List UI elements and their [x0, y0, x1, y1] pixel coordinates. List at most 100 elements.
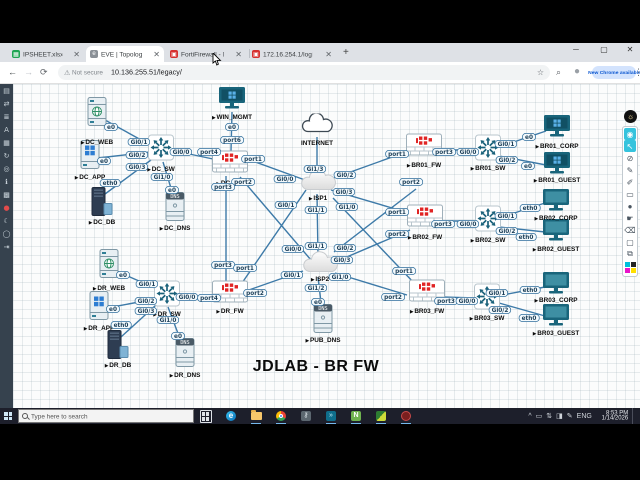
no-edit-icon[interactable]: ⊘	[626, 153, 634, 163]
pencil-icon[interactable]: ✎	[626, 165, 634, 175]
br02_corp-node[interactable]	[542, 188, 570, 216]
record-icon[interactable]: ●	[3, 203, 10, 212]
topology-canvas[interactable]: JDLAB - BR FW ☼ ◉↖⊘✎✐▭●☛⌫▢⧉ ▶WIN_MGMT ▶D…	[13, 84, 640, 408]
chrome-update-button[interactable]: New Chrome available	[588, 66, 640, 79]
servers-icon[interactable]: ≣	[3, 112, 10, 121]
dc_dns-node[interactable]: DNS	[165, 192, 185, 227]
info-icon[interactable]: ℹ	[5, 177, 8, 186]
putty-icon[interactable]: »	[325, 410, 337, 422]
interface-badge-port3: port3	[211, 261, 235, 269]
br02_sw-node[interactable]	[475, 205, 501, 237]
dc_sw-node[interactable]	[148, 134, 174, 166]
palette-swatch[interactable]	[630, 268, 636, 273]
tray-volume-icon[interactable]: ◨	[556, 413, 563, 420]
internet-node[interactable]	[299, 112, 335, 141]
lightbulb-icon[interactable]: ☼	[624, 110, 637, 123]
palette-swatch[interactable]	[630, 262, 636, 267]
star-icon[interactable]: ☆	[536, 68, 544, 77]
isp2-node[interactable]	[300, 251, 340, 282]
color-palette[interactable]	[624, 260, 636, 275]
tab-close-icon[interactable]: ✕	[325, 49, 332, 59]
tab-close-icon[interactable]: ✕	[73, 49, 80, 59]
win_mgmt-node[interactable]	[218, 86, 246, 114]
logout-icon[interactable]: ⇥	[3, 242, 10, 251]
reload-icon[interactable]: ⟳	[40, 67, 48, 77]
interface-badge-port4: port4	[197, 148, 221, 156]
hand-icon[interactable]: ☛	[626, 213, 634, 223]
tray-display-icon[interactable]: ▭	[535, 413, 543, 420]
zoom-icon[interactable]: ◎	[3, 164, 10, 173]
refresh-icon[interactable]: ↻	[3, 151, 10, 160]
frame-icon[interactable]: ▢	[626, 237, 634, 247]
interface-badge-e0: e0	[171, 332, 185, 340]
tray-pen-icon[interactable]: ✎	[566, 413, 573, 420]
links-icon[interactable]: ⇄	[3, 99, 10, 108]
chrome-menu-icon[interactable]: ⋮	[634, 67, 640, 77]
br01_guest-node[interactable]	[543, 151, 571, 179]
tray-expand-icon[interactable]: ^	[528, 412, 532, 420]
taskbar-clock[interactable]: 8:53 PM 1/14/2026	[602, 410, 628, 421]
forward-icon[interactable]: →	[24, 67, 33, 77]
browser-tab-4[interactable]: ▣172.16.254.1/login?redir=%2...✕	[248, 46, 336, 62]
search-placeholder: Type here to search	[31, 412, 88, 420]
explorer-icon[interactable]	[250, 410, 262, 422]
dr_db-node[interactable]	[107, 330, 129, 365]
view-icon[interactable]: ◉	[624, 128, 636, 140]
image-icon[interactable]: ▩	[3, 190, 10, 199]
nodes-icon[interactable]: ▤	[3, 86, 10, 95]
search-tabs-icon[interactable]: ⌕	[556, 67, 562, 77]
br02_guest-node[interactable]	[542, 218, 570, 246]
grid-icon[interactable]: ▦	[3, 138, 10, 147]
chrome-icon[interactable]	[275, 410, 287, 422]
photos-icon[interactable]	[375, 410, 387, 422]
notepadpp-icon[interactable]: N	[350, 410, 362, 422]
dr_sw-node[interactable]	[154, 280, 180, 312]
power-icon[interactable]: ◯	[2, 229, 11, 238]
br03_guest-node[interactable]	[542, 303, 570, 331]
br03_fw-node[interactable]	[409, 279, 445, 307]
dc_db-node[interactable]	[91, 187, 113, 222]
show-desktop-button[interactable]	[632, 408, 636, 424]
tray-network-icon[interactable]: ⇅	[546, 413, 553, 420]
text-icon[interactable]: A	[4, 125, 9, 134]
dot-icon[interactable]: ●	[627, 201, 633, 211]
browser-tab-1[interactable]: ▦IPSHEET.xlsx - Google Sheets✕	[8, 46, 84, 62]
br01_fw-node[interactable]	[406, 133, 442, 161]
profile-avatar[interactable]: ●	[574, 66, 581, 77]
keepass-icon[interactable]: ⚷	[300, 410, 312, 422]
palette-swatch[interactable]	[624, 268, 630, 273]
close-button[interactable]: ✕	[626, 45, 634, 54]
br03_corp-node[interactable]	[542, 271, 570, 299]
url-field[interactable]: ⚠ Not secure 10.136.255.51/legacy/ ☆	[58, 65, 550, 80]
palette-swatch[interactable]	[624, 262, 630, 267]
copy-icon[interactable]: ⧉	[627, 249, 633, 258]
dr_web-node[interactable]	[99, 249, 119, 284]
br01_corp-node[interactable]	[543, 114, 571, 142]
shape-icon[interactable]: ▭	[626, 189, 634, 199]
maximize-button[interactable]: ▢	[600, 45, 608, 54]
task-view-icon[interactable]	[200, 409, 212, 423]
pub_dns-node[interactable]: DNS	[313, 304, 333, 339]
minimize-button[interactable]: ─	[573, 45, 579, 54]
taskbar-search-input[interactable]: Type here to search	[18, 409, 194, 423]
dr_dns-node[interactable]: DNS	[175, 338, 195, 373]
tab-close-icon[interactable]: ✕	[235, 49, 242, 59]
edge-icon[interactable]: e	[225, 410, 237, 422]
new-tab-button[interactable]: +	[343, 47, 349, 58]
securecrt-icon[interactable]	[400, 410, 412, 422]
back-icon[interactable]: ←	[8, 67, 17, 77]
dr_fw-node[interactable]	[212, 280, 248, 308]
erase-icon[interactable]: ⌫	[624, 225, 636, 235]
tab-close-icon[interactable]: ✕	[153, 49, 160, 59]
pen-icon[interactable]: ✐	[626, 177, 634, 187]
select-icon[interactable]: ↖	[624, 140, 636, 152]
browser-tab-3[interactable]: ▣FortiFirewall - DC_01_FW✕	[166, 46, 246, 62]
database-server-icon	[91, 187, 113, 216]
internet-cloud-icon	[301, 112, 333, 133]
dc_app-node[interactable]	[80, 140, 100, 175]
language-indicator[interactable]: ENG	[576, 412, 592, 420]
dc_web-node[interactable]	[87, 97, 107, 132]
night-mode-icon[interactable]: ☾	[3, 216, 10, 225]
start-button[interactable]	[4, 412, 12, 420]
